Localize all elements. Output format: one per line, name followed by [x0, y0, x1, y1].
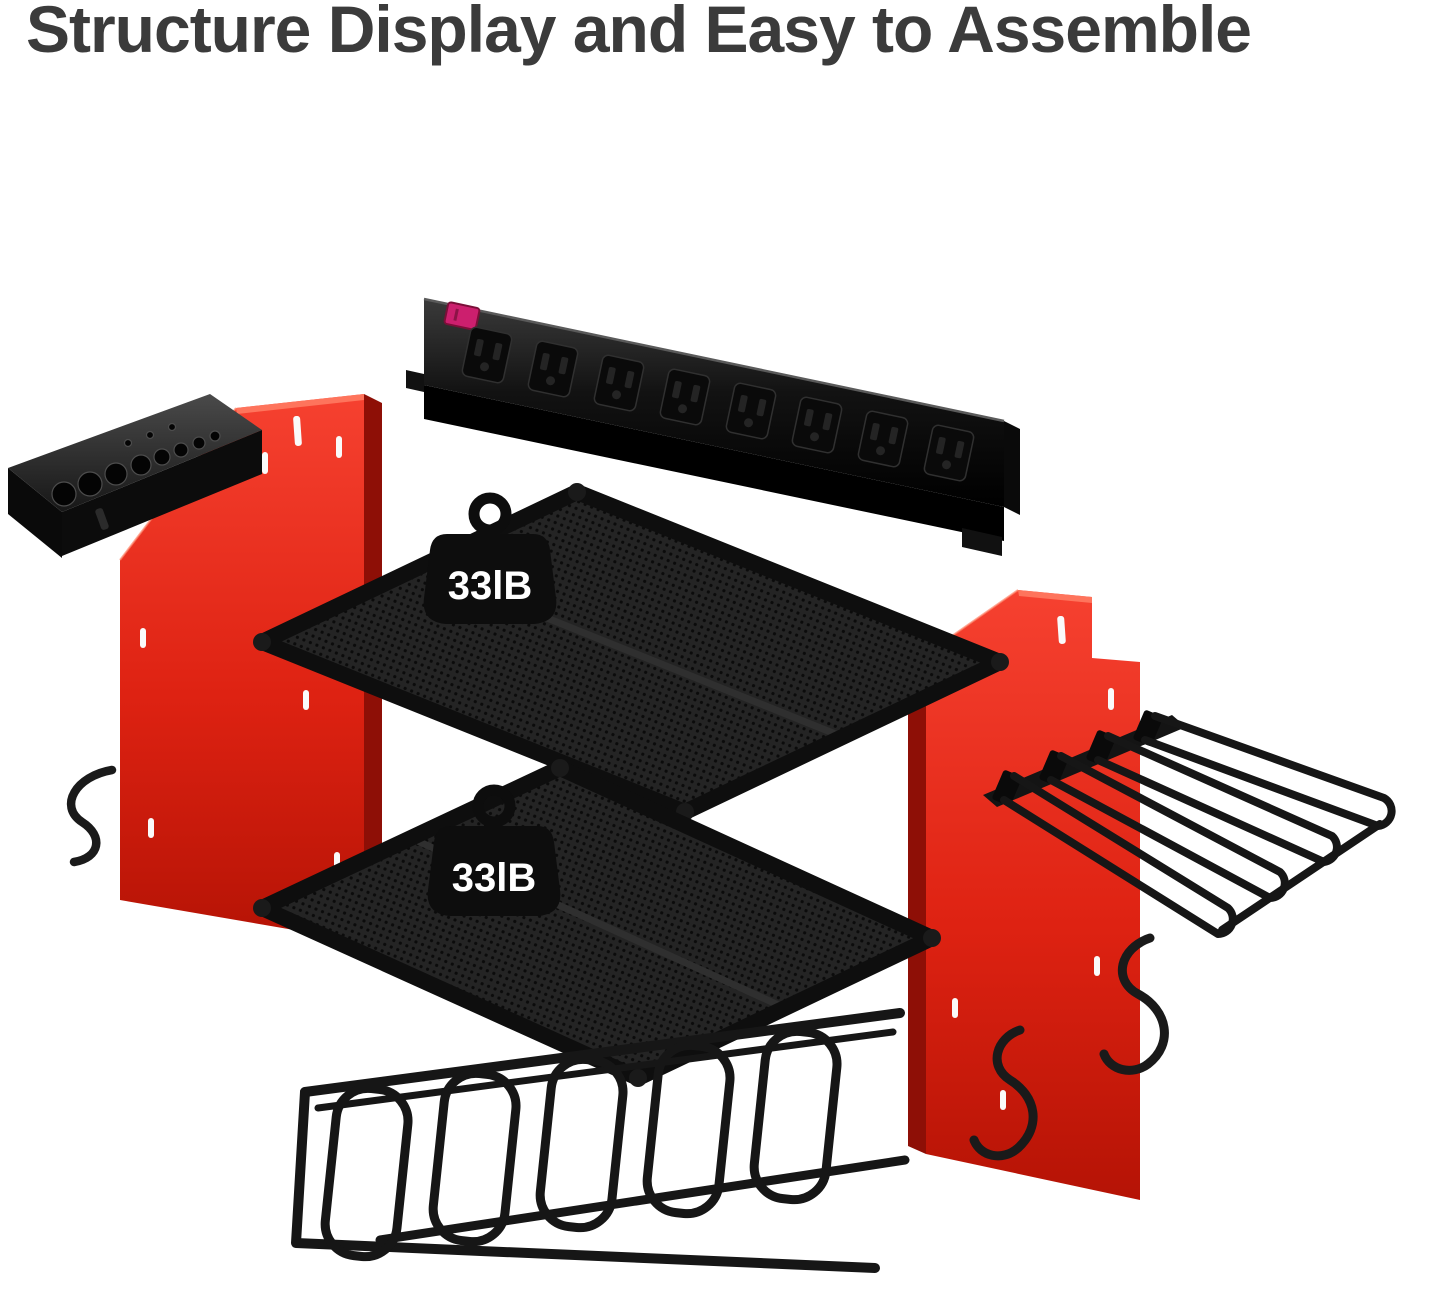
weight-handle-icon: [468, 492, 512, 536]
outlet-icon: [527, 340, 579, 398]
power-strip-left-tab: [406, 370, 424, 392]
lower-shelf-capacity-label: 33lB: [452, 856, 537, 900]
s-hooks: [66, 765, 1169, 1161]
power-strip: [406, 297, 1020, 556]
lower-shelf-weight-badge: 33lB: [427, 784, 561, 916]
power-strip-right-tab: [962, 528, 1002, 556]
outlet-row: [461, 326, 975, 482]
outlet-icon: [725, 382, 777, 440]
side-tool-rack: [983, 710, 1396, 938]
s-hook-right-upper: [1099, 933, 1169, 1075]
power-switch: [443, 301, 481, 331]
bottom-tool-hanging-rack: [291, 1008, 910, 1273]
outlet-icon: [593, 354, 645, 412]
weight-handle-icon: [472, 784, 516, 828]
right-panel-mount-slots: [952, 615, 1114, 1110]
s-hook-left: [66, 765, 117, 867]
outlet-icon: [857, 410, 909, 468]
outlet-icon: [791, 396, 843, 454]
page-title: Structure Display and Easy to Assemble: [26, 0, 1252, 66]
upper-shelf-capacity-label: 33lB: [448, 564, 533, 608]
bit-holes: [51, 422, 221, 507]
outlet-icon: [461, 326, 513, 384]
drill-bit-holder-bracket: [8, 394, 262, 558]
outlet-icon: [659, 368, 711, 426]
upper-shelf-weight-badge: 33lB: [423, 492, 557, 624]
left-panel-mount-slots: [140, 415, 342, 872]
bracket-keyhole-slot: [95, 508, 109, 530]
outlet-icon: [923, 424, 975, 482]
s-hook-right-lower: [969, 1025, 1038, 1161]
